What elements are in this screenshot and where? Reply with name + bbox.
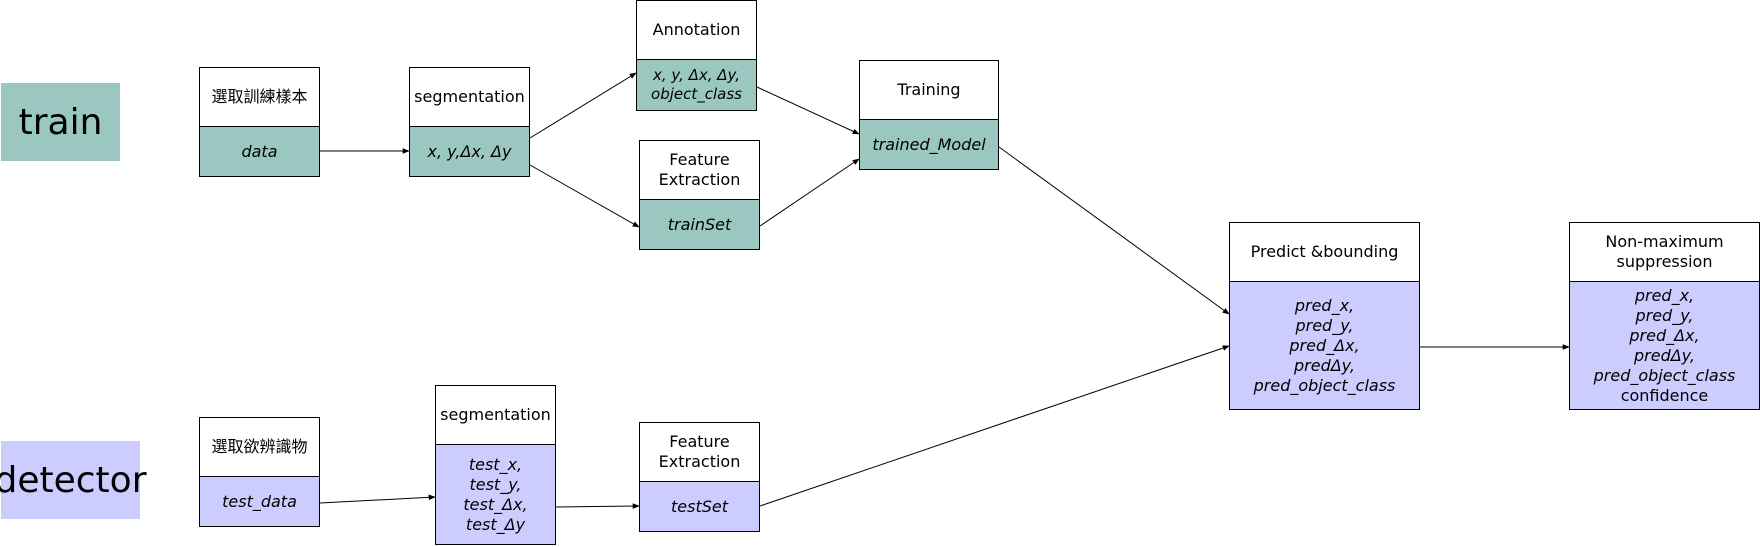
- node-title: segmentation: [435, 385, 556, 445]
- arrow-seg-to-feature: [529, 164, 640, 228]
- node-body-line: confidence: [1620, 385, 1709, 405]
- arrow-training-to-predict: [998, 146, 1230, 315]
- feature-extraction-detect-node: Feature Extraction testSet: [639, 422, 760, 532]
- arrow-feature-to-training: [759, 158, 860, 227]
- node-body-line: trained_Model: [872, 134, 986, 154]
- node-body-line: pred_Δx,: [1629, 325, 1700, 345]
- node-title: Non-maximum suppression: [1569, 222, 1760, 282]
- segmentation-train-node: segmentation x, y,Δx, Δy: [409, 67, 530, 177]
- node-title: Annotation: [636, 0, 757, 60]
- node-body-line: pred_Δx,: [1289, 335, 1360, 355]
- node-title: segmentation: [409, 67, 530, 127]
- node-body-line: pred_object_class: [1253, 375, 1396, 395]
- node-body-line: pred_y,: [1295, 315, 1354, 335]
- node-body-line: x, y, Δx, Δy,: [652, 66, 741, 84]
- node-body-line: test_Δx,: [463, 494, 528, 514]
- arrow-detect-select-to-seg: [319, 494, 436, 504]
- training-node: Training trained_Model: [859, 60, 999, 170]
- node-body-line: x, y,Δx, Δy: [427, 141, 512, 161]
- arrow-seg-to-annotation: [529, 72, 637, 139]
- segmentation-detect-node: segmentation test_x, test_y, test_Δx, te…: [435, 385, 556, 545]
- arrow-annotation-to-training: [756, 86, 860, 135]
- node-title: Training: [859, 60, 999, 120]
- train-lane-label: train: [1, 83, 120, 161]
- node-body-line: pred_object_class: [1593, 365, 1736, 385]
- node-title: Predict &bounding: [1229, 222, 1420, 282]
- annotation-node: Annotation x, y, Δx, Δy, object_class: [636, 0, 757, 111]
- node-body-line: predΔy,: [1293, 355, 1355, 375]
- arrow-detect-seg-to-feature: [555, 503, 640, 509]
- node-body-line: test_data: [222, 491, 297, 511]
- node-body-line: pred_x,: [1294, 295, 1355, 315]
- node-body-line: data: [241, 141, 278, 161]
- node-body-line: trainSet: [667, 214, 732, 234]
- node-body-line: predΔy,: [1633, 345, 1695, 365]
- select-train-sample-node: 選取訓練樣本 data: [199, 67, 320, 177]
- node-body-line: pred_y,: [1635, 305, 1694, 325]
- arrow-detect-feature-to-predict: [759, 345, 1230, 507]
- node-title: Feature Extraction: [639, 422, 760, 482]
- node-body-line: testSet: [671, 496, 728, 516]
- node-body-line: test_Δy: [465, 514, 526, 534]
- node-body-line: test_x,: [468, 454, 523, 474]
- node-body-line: object_class: [651, 85, 742, 103]
- node-title: 選取欲辨識物: [199, 417, 320, 477]
- detector-lane-label: detector: [0, 441, 147, 519]
- node-title: 選取訓練樣本: [199, 67, 320, 127]
- node-body-line: test_y,: [469, 474, 522, 494]
- node-title: Feature Extraction: [639, 140, 760, 200]
- node-body-line: pred_x,: [1634, 285, 1695, 305]
- nms-node: Non-maximum suppression pred_x, pred_y, …: [1569, 222, 1760, 410]
- select-detect-object-node: 選取欲辨識物 test_data: [199, 417, 320, 527]
